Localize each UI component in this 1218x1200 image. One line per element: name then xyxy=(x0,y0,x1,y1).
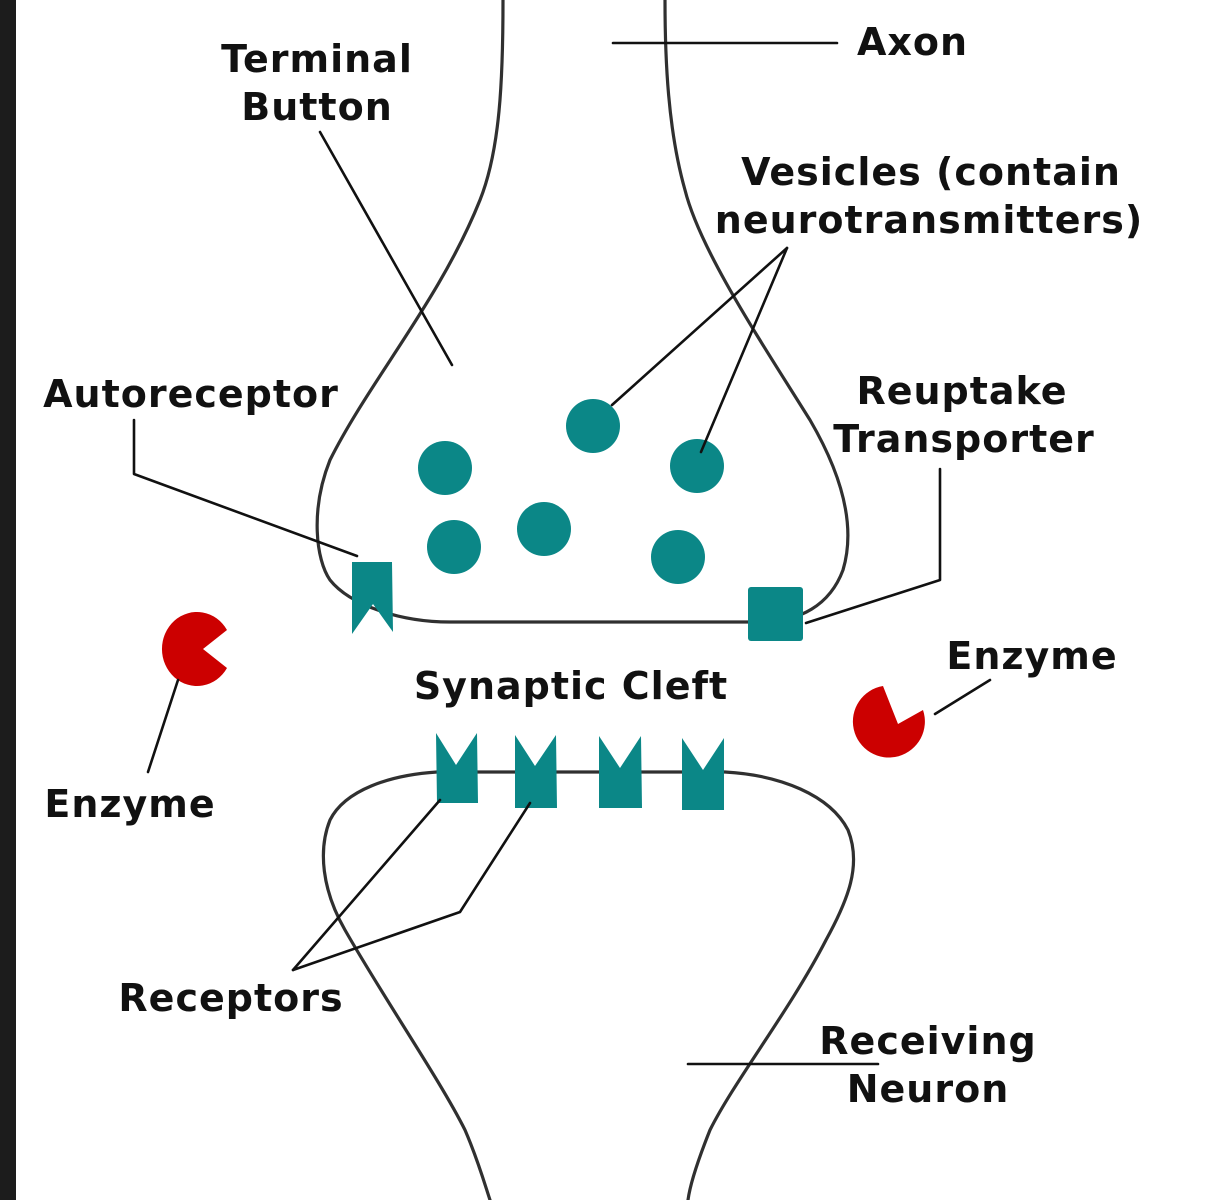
receptors xyxy=(436,733,724,810)
receiving-neuron-label-line2: Neuron xyxy=(847,1067,1010,1111)
labels: Axon Terminal Button Vesicles (contain n… xyxy=(43,20,1143,1111)
enzyme-left-leader xyxy=(146,678,180,774)
receptor-shape xyxy=(436,733,478,803)
axon-label: Axon xyxy=(857,20,968,64)
vesicle xyxy=(427,520,481,574)
vesicle xyxy=(670,439,724,493)
autoreceptor-leader xyxy=(132,418,359,558)
enzyme-right-shape xyxy=(852,686,925,758)
enzyme-left-shape xyxy=(161,612,227,686)
enzyme-right-leader xyxy=(933,678,992,716)
presynaptic-terminal-outline xyxy=(315,0,850,624)
leader-lines xyxy=(132,41,992,1066)
terminal-button-leader xyxy=(318,130,454,367)
autoreceptor-shape xyxy=(352,562,393,634)
vesicle xyxy=(651,530,705,584)
terminal-button-label-line1: Terminal xyxy=(221,37,413,81)
vesicles-leader-1 xyxy=(610,246,789,407)
receiving-neuron-outline xyxy=(321,770,856,1200)
vesicle xyxy=(418,441,472,495)
vesicles-label-line2: neurotransmitters) xyxy=(715,198,1143,242)
receptor-shape xyxy=(515,735,557,808)
synaptic-cleft-label: Synaptic Cleft xyxy=(414,664,728,708)
autoreceptor-label: Autoreceptor xyxy=(43,372,339,416)
enzyme-left-label: Enzyme xyxy=(44,782,215,826)
reuptake-leader xyxy=(804,467,942,625)
receptors-leader-2 xyxy=(291,801,532,972)
vesicles-leader-2 xyxy=(699,246,789,454)
enzyme-right-label: Enzyme xyxy=(946,634,1117,678)
receptors-leader-1 xyxy=(291,798,442,972)
terminal-button-label-line2: Button xyxy=(241,85,393,129)
receptor-shape xyxy=(682,738,724,810)
reuptake-label-line1: Reuptake xyxy=(856,369,1067,413)
reuptake-label-line2: Transporter xyxy=(833,417,1095,461)
receptor-shape xyxy=(599,736,642,808)
window-edge xyxy=(0,0,16,1200)
vesicle xyxy=(517,502,571,556)
reuptake-transporter-shape xyxy=(748,587,803,641)
receiving-neuron-label-line1: Receiving xyxy=(819,1019,1036,1063)
receptors-label: Receptors xyxy=(118,976,343,1020)
vesicle xyxy=(566,399,620,453)
vesicles xyxy=(418,399,724,584)
vesicles-label-line1: Vesicles (contain xyxy=(741,150,1121,194)
